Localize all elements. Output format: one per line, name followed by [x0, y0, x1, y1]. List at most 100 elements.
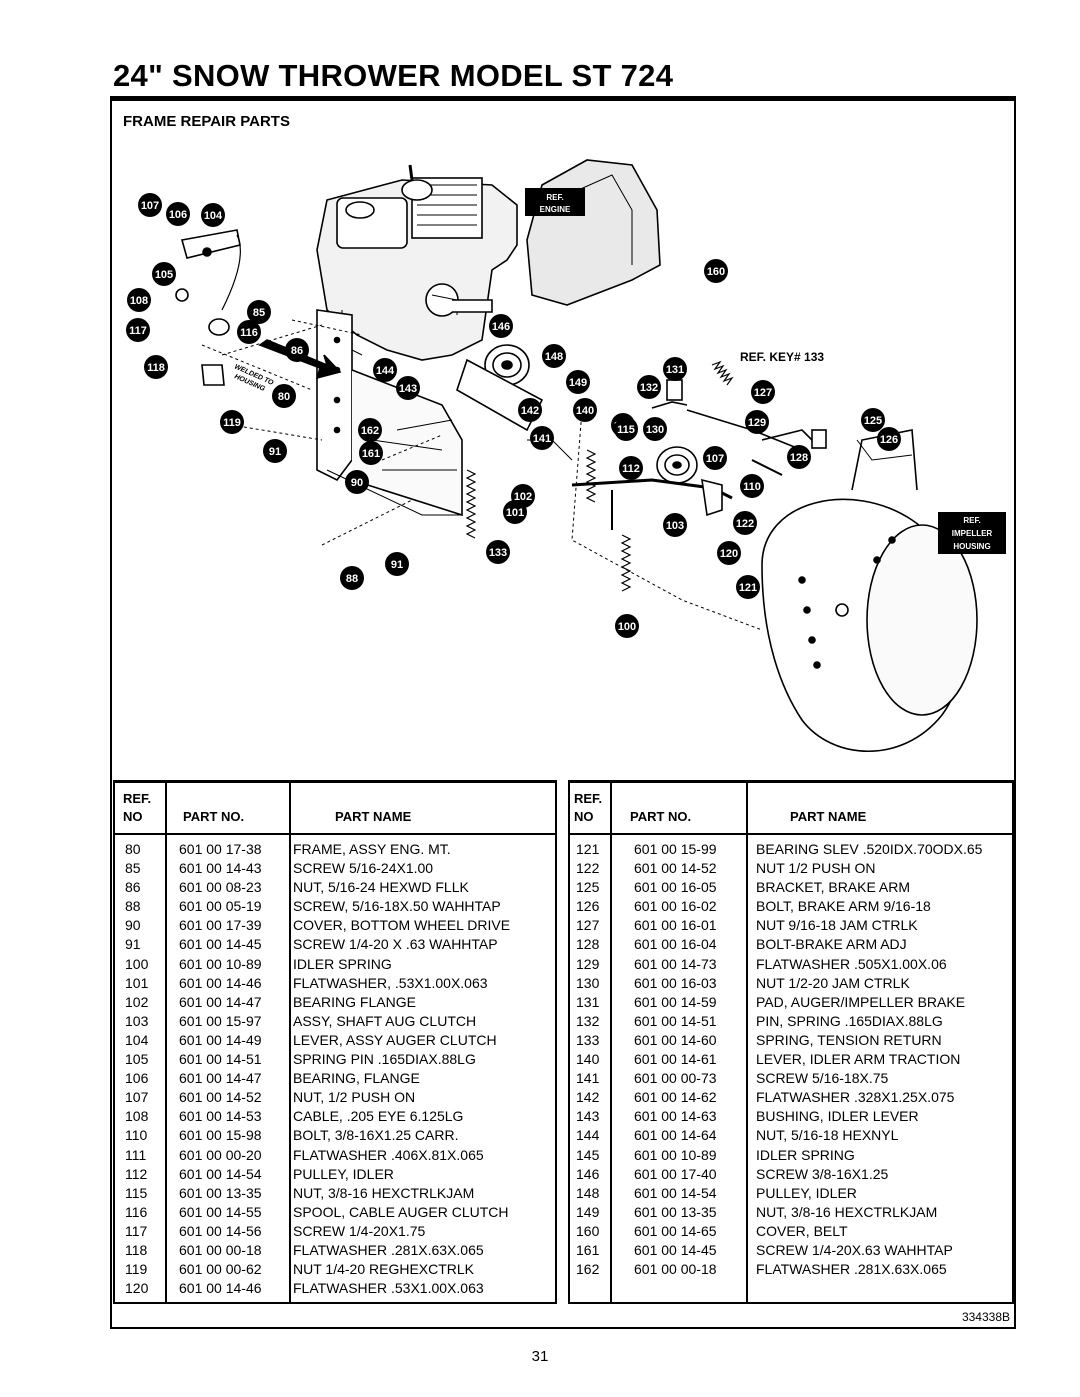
part-name: BUSHING, IDLER LEVER	[756, 1108, 919, 1125]
callout-129: 129	[745, 410, 769, 434]
ref-number: 142	[576, 1089, 600, 1106]
part-name: FLATWASHER .53X1.00X.063	[293, 1280, 484, 1297]
ref-engine-label: REF. ENGINE	[525, 188, 585, 216]
callout-127: 127	[751, 380, 775, 404]
ref-number: 88	[125, 898, 141, 915]
callout-133: 133	[486, 540, 510, 564]
ref-number: 160	[576, 1222, 600, 1239]
part-number: 601 00 00-73	[634, 1070, 717, 1087]
part-number: 601 00 10-89	[179, 955, 262, 972]
part-name: SCREW 1/4-20X.63 WAHHTAP	[756, 1241, 953, 1258]
part-number: 601 00 15-99	[634, 841, 717, 857]
ref-number: 86	[125, 879, 141, 896]
svg-text:126: 126	[880, 434, 898, 446]
part-number: 601 00 14-54	[179, 1165, 262, 1182]
callout-80: 80	[272, 384, 296, 408]
part-number: 601 00 14-46	[179, 974, 262, 991]
svg-text:102: 102	[514, 491, 532, 503]
part-name: NUT, 1/2 PUSH ON	[293, 1089, 416, 1106]
svg-text:133: 133	[489, 547, 507, 559]
callout-117: 117	[126, 318, 150, 342]
part-name: FLATWASHER .281X.63X.065	[293, 1241, 484, 1258]
ref-number: 161	[576, 1241, 600, 1258]
ref-number: 116	[125, 1203, 148, 1220]
ref-number: 141	[576, 1070, 600, 1087]
callout-122: 122	[733, 511, 757, 535]
part-number: 601 00 14-62	[634, 1089, 717, 1106]
part-number: 601 00 08-23	[179, 879, 262, 896]
part-name: NUT 1/2-20 JAM CTRLK	[756, 974, 910, 991]
svg-text:148: 148	[545, 351, 563, 363]
svg-text:80: 80	[278, 391, 290, 403]
callout-90: 90	[345, 470, 369, 494]
part-name: NUT 1/4-20 REGHEXCTRLK	[293, 1261, 475, 1278]
svg-text:HOUSING: HOUSING	[953, 542, 990, 551]
callout-107: 107	[138, 193, 162, 217]
svg-text:140: 140	[576, 405, 594, 417]
part-name: FLATWASHER .281X.63X.065	[756, 1261, 947, 1278]
part-number: 601 00 14-59	[634, 993, 717, 1010]
ref-number: 112	[125, 1165, 148, 1182]
svg-text:104: 104	[204, 210, 223, 222]
svg-text:107: 107	[141, 200, 159, 212]
part-name: SCREW 5/16-18X.75	[756, 1070, 889, 1087]
ref-number: 107	[125, 1089, 149, 1106]
callout-119: 119	[220, 410, 244, 434]
svg-text:REF.: REF.	[963, 516, 980, 525]
engine-illustration	[316, 164, 518, 361]
part-number: 601 00 14-73	[634, 955, 717, 972]
callout-141: 141	[530, 426, 554, 450]
ref-number: 125	[576, 879, 600, 896]
table-row: 141 601 00 00-73 SCREW 5/16-18X.75	[570, 1070, 1012, 1089]
svg-text:IMPELLER: IMPELLER	[952, 529, 993, 538]
ref-number: 120	[125, 1280, 149, 1297]
callout-140: 140	[573, 398, 597, 422]
svg-text:85: 85	[253, 307, 265, 319]
assembly-lines	[201, 319, 763, 631]
header-ref: REF.	[123, 791, 152, 806]
part-number: 601 00 14-54	[634, 1184, 717, 1201]
callout-118: 118	[144, 355, 168, 379]
svg-text:120: 120	[720, 548, 738, 560]
part-number: 601 00 14-65	[634, 1222, 717, 1239]
ref-number: 106	[125, 1070, 149, 1087]
header-no: NO	[574, 809, 594, 824]
part-number: 601 00 17-38	[179, 841, 262, 857]
part-name: SPOOL, CABLE AUGER CLUTCH	[293, 1203, 509, 1220]
svg-text:108: 108	[130, 295, 148, 307]
svg-text:127: 127	[754, 387, 772, 399]
svg-text:161: 161	[362, 448, 380, 460]
part-name: BOLT, BRAKE ARM 9/16-18	[756, 898, 931, 915]
part-number: 601 00 10-89	[634, 1146, 717, 1163]
svg-text:119: 119	[223, 417, 241, 429]
part-name: IDLER SPRING	[293, 955, 392, 972]
part-name: LEVER, IDLER ARM TRACTION	[756, 1051, 961, 1068]
part-number: 601 00 14-51	[179, 1051, 262, 1068]
page-number: 31	[531, 1348, 549, 1365]
callout-126: 126	[877, 427, 901, 451]
callout-144: 144	[373, 358, 397, 382]
part-number: 601 00 14-63	[634, 1108, 717, 1125]
callout-125: 125	[861, 408, 885, 432]
part-name: SCREW 1/4-20X1.75	[293, 1222, 426, 1239]
part-number: 601 00 00-18	[179, 1241, 262, 1258]
